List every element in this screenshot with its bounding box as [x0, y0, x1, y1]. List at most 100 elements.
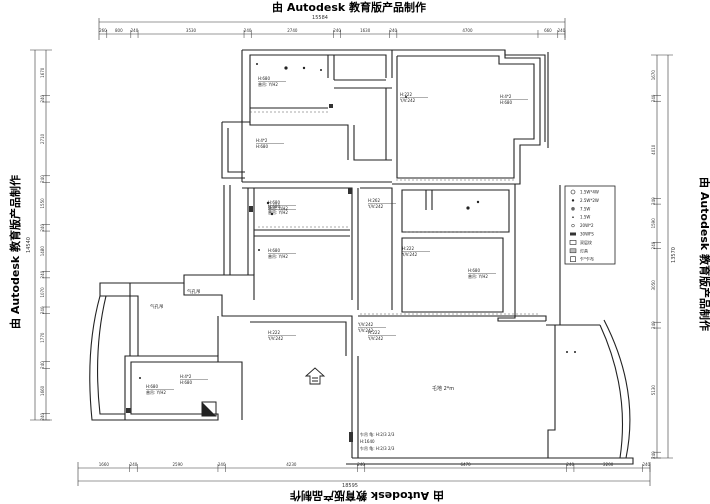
room-label-spec: Y/V:242	[367, 336, 384, 341]
top-dimension-chain	[98, 18, 566, 40]
note-3: 乍吊 龟: H:2/3 2/3	[360, 445, 395, 451]
legend-item-label: 1.5W	[580, 215, 590, 220]
room-label-spec: Y/V:242	[357, 328, 374, 333]
watermark-top: 由 Autodesk 教育版产品制作	[272, 1, 427, 14]
right-dim-label: 1670	[651, 70, 656, 81]
legend-ceiling-lamp-icon	[570, 189, 576, 195]
legend: 1.5W*4W 2.5W*2W 7.5W 1.5W 20W*2 30WFS 双层纹灯具乍*乍…	[564, 185, 616, 265]
left-dim-label: 1550	[40, 198, 45, 209]
right-dim-label: 3050	[651, 280, 656, 291]
left-dim-label: 240	[40, 270, 45, 278]
legend-item-label: 2.5W*2W	[580, 198, 599, 203]
room-label-height: H:680	[258, 76, 270, 81]
legend-panel-icon	[569, 240, 577, 245]
room-label-height: H:4*2	[256, 138, 268, 143]
left-dim-label: 240	[40, 306, 45, 314]
top-dim-label: 240	[558, 28, 566, 33]
top-dim-label: 3530	[186, 28, 197, 33]
legend-item-label: 7.5W	[580, 206, 590, 211]
room-label-spec: Y/V:242	[367, 204, 384, 209]
bottom-dim-label: 240	[130, 462, 138, 467]
top-dim-label: 260	[99, 28, 107, 33]
right-dim-label: 240	[651, 241, 656, 249]
right-dim-label: 240	[651, 321, 656, 329]
left-dim-label: 240	[40, 94, 45, 102]
room-label-spec: H:680	[180, 380, 192, 385]
top-dim-label: 4700	[462, 28, 473, 33]
left-dim-label: 1770	[40, 332, 45, 343]
watermark-right: 由 Autodesk 教育版产品制作	[698, 176, 710, 332]
right-dimension-chain	[651, 54, 673, 459]
watermark-bottom: 由 Autodesk 教育版产品制作	[290, 489, 445, 502]
room-label-spec: Y/V:242	[267, 336, 284, 341]
left-dim-label: 240	[40, 412, 45, 420]
note-1: 乍吊 龟: H:2/3 2/3	[360, 431, 395, 437]
top-dim-label: 240	[131, 28, 139, 33]
legend-fan-icon	[570, 232, 576, 236]
legend-dot-icon	[572, 216, 574, 218]
left-dim-label: 240	[40, 361, 45, 369]
wall-stubs	[126, 104, 353, 442]
room-label-spec: 普吊: Y/H2	[268, 253, 288, 259]
bottom-dim-label: 240	[642, 462, 650, 467]
legend-item-label: 双层纹	[580, 239, 592, 245]
room-label-spec: H:680	[256, 144, 268, 149]
top-total-dim: 15584	[312, 15, 328, 21]
right-total-dim: 13570	[671, 247, 677, 263]
room-label-height: H:680	[468, 268, 480, 273]
room-label-height: H:680	[268, 200, 280, 205]
room-label-spec: 普吊: Y/H2	[268, 205, 288, 211]
legend-spot-light-icon	[571, 199, 575, 202]
walls	[89, 49, 634, 465]
room-label-height: H:4*2	[180, 374, 192, 379]
left-dim-label: 1670	[40, 67, 45, 78]
top-dim-label: 660	[544, 28, 552, 33]
bottom-dim-label: 1660	[99, 462, 110, 467]
left-dim-label: 1070	[40, 287, 45, 298]
right-dim-label: 1590	[651, 218, 656, 229]
room-label-height: H:680	[146, 384, 158, 389]
legend-item-label: 20W*2	[580, 223, 594, 228]
top-dim-label: 240	[244, 28, 252, 33]
top-dim-label: 240	[389, 28, 397, 33]
room-label-spec: Y/V:242	[401, 252, 418, 257]
right-dim-label: 4010	[651, 144, 656, 155]
legend-item-label: 1.5W*4W	[580, 190, 599, 195]
right-dim-label: 240	[651, 94, 656, 102]
legend-small-dot-icon	[571, 223, 575, 228]
room-label-spec: 普吊: Y/H2	[146, 389, 166, 395]
legend-item-label: 乍*乍布	[580, 256, 594, 262]
ceiling-level-lines	[250, 111, 540, 315]
left-dim-label: 240	[40, 224, 45, 232]
pipe-room-label: 气孔吊	[150, 303, 164, 310]
living-room-label: 乇地 2*m	[432, 385, 454, 392]
legend-grid-icon	[569, 248, 577, 254]
room-label-height: H:262	[368, 198, 380, 203]
room-label-height: H:222	[368, 330, 380, 335]
room-label-height: H:222	[400, 92, 412, 97]
room-label-spec: 普吊: Y/H2	[268, 209, 288, 215]
bottom-dim-label: 2590	[172, 462, 183, 467]
room-label-spec: 普吊: Y/H2	[468, 273, 488, 279]
top-dim-label: 800	[115, 28, 123, 33]
legend-item-label: 灯具	[580, 247, 588, 253]
legend-down-light-icon	[571, 207, 575, 211]
room-label-spec: 普吊: Y/H2	[258, 81, 278, 87]
entrance-arrow-icon	[304, 367, 326, 385]
left-dim-label: 240	[40, 175, 45, 183]
light-fixtures	[139, 63, 576, 379]
watermark-left: 由 Autodesk 教育版产品制作	[9, 174, 23, 330]
left-dim-label: 1660	[40, 385, 45, 396]
right-dim-label: 5130	[651, 385, 656, 396]
legend-item-label: 30WFS	[580, 232, 594, 237]
note-2: H:1640	[360, 439, 375, 444]
corridor-label: 气孔吊	[187, 288, 201, 295]
left-total-dim: 14540	[26, 237, 32, 253]
room-label-height: Y/V:242	[357, 322, 374, 327]
room-label-height: H:680	[268, 204, 280, 209]
top-dim-label: 2740	[287, 28, 298, 33]
